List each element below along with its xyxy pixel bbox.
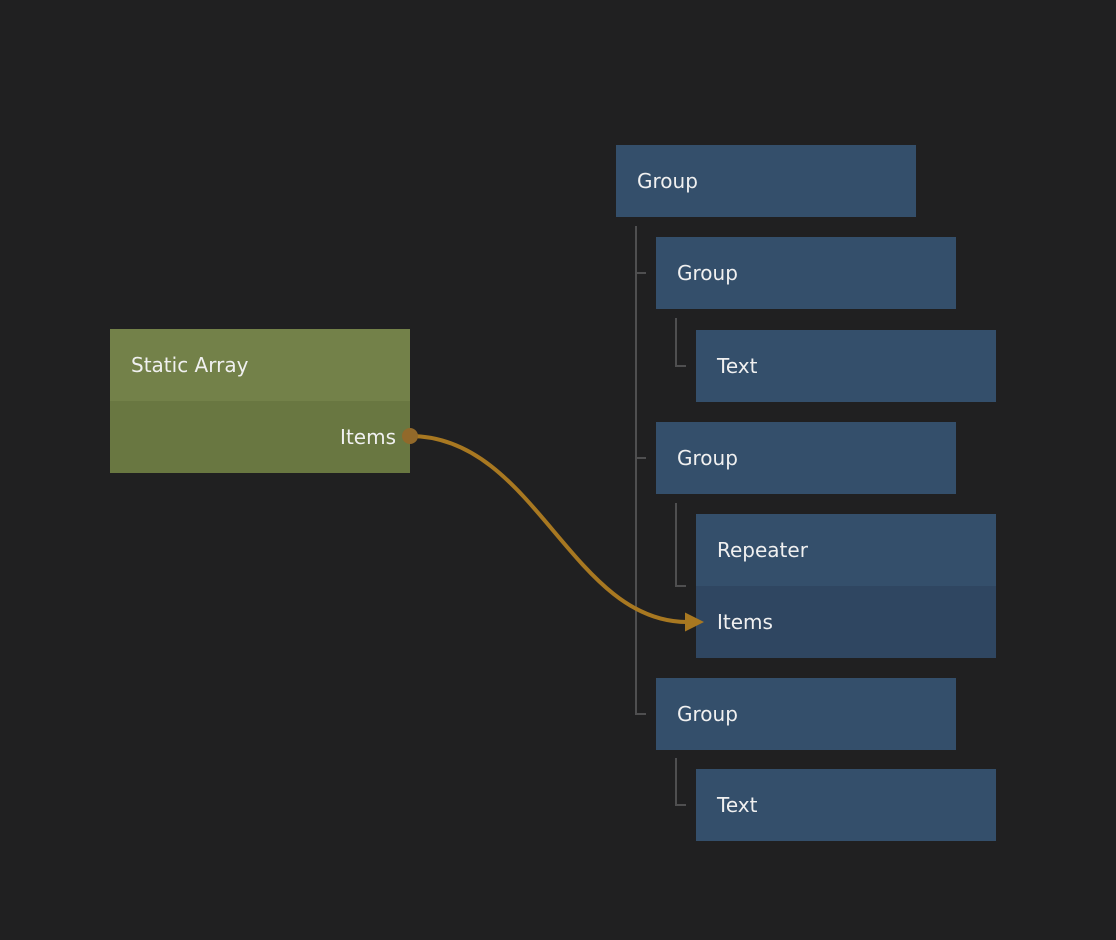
- output-port-label: Items: [340, 425, 396, 449]
- node-repeater[interactable]: Repeater Items: [696, 514, 996, 658]
- node-text-1[interactable]: Text: [696, 330, 996, 402]
- node-repeater-items-input-row[interactable]: Items: [696, 586, 996, 658]
- node-group-1-header: Group: [616, 145, 916, 217]
- node-group-2[interactable]: Group: [656, 237, 956, 309]
- node-title: Group: [677, 446, 738, 470]
- node-group-4[interactable]: Group: [656, 678, 956, 750]
- node-repeater-header: Repeater: [696, 514, 996, 586]
- node-text-1-header: Text: [696, 330, 996, 402]
- node-title: Text: [717, 793, 758, 817]
- node-title: Group: [637, 169, 698, 193]
- node-static-array[interactable]: Static Array Items: [110, 329, 410, 473]
- node-title: Repeater: [717, 538, 808, 562]
- node-static-array-header: Static Array: [110, 329, 410, 401]
- node-title: Text: [717, 354, 758, 378]
- node-group-1[interactable]: Group: [616, 145, 916, 217]
- node-title: Group: [677, 702, 738, 726]
- node-group-3-header: Group: [656, 422, 956, 494]
- node-text-2-header: Text: [696, 769, 996, 841]
- node-group-4-header: Group: [656, 678, 956, 750]
- tree-connector-line: [635, 226, 646, 715]
- connection-wire[interactable]: [408, 434, 689, 624]
- node-text-2[interactable]: Text: [696, 769, 996, 841]
- node-group-2-header: Group: [656, 237, 956, 309]
- input-port-label: Items: [717, 610, 773, 634]
- node-title: Static Array: [131, 353, 249, 377]
- tree-connector-line: [675, 758, 686, 806]
- tree-connector-line: [675, 318, 686, 367]
- node-group-3[interactable]: Group: [656, 422, 956, 494]
- node-title: Group: [677, 261, 738, 285]
- node-static-array-output-row: Items: [110, 401, 410, 473]
- tree-connector-line: [675, 503, 686, 587]
